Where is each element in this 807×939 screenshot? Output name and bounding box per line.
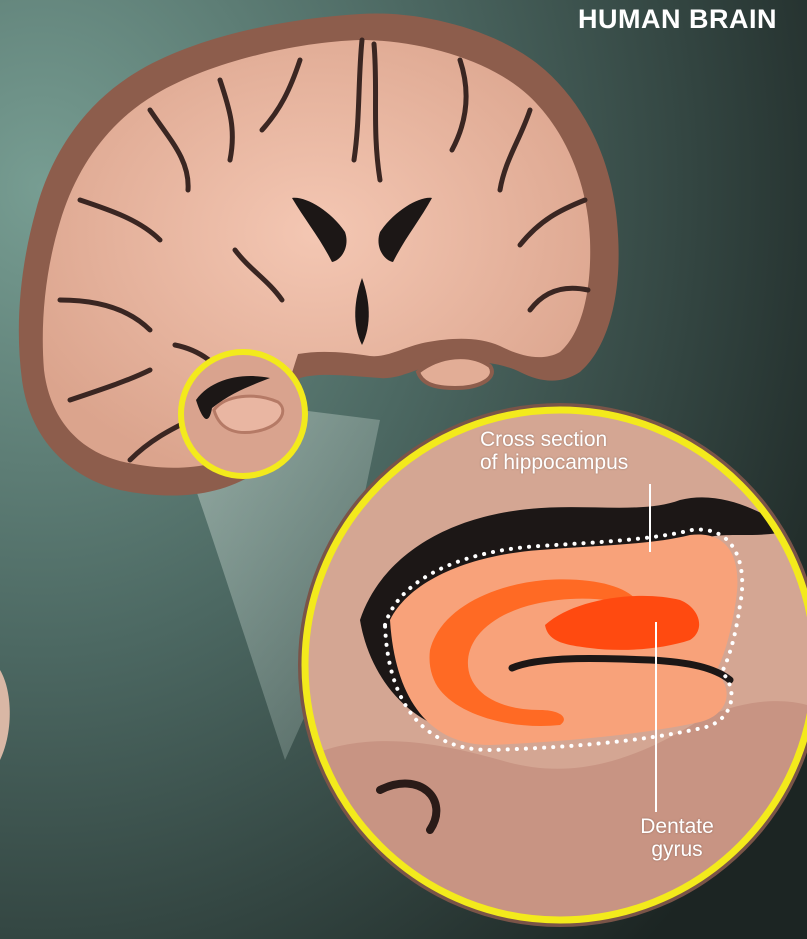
hippocampus-highlight-ring [181,352,305,476]
dentate-gyrus-label-line2: gyrus [622,838,732,861]
cross-section-label-line1: Cross section [480,428,680,451]
cross-section-label-line2: of hippocampus [480,451,680,474]
figure-title: HUMAN BRAIN [578,4,807,35]
cross-section-label: Cross section of hippocampus [480,428,680,474]
dentate-gyrus-label-line1: Dentate [622,815,732,838]
hippocampus-small [214,396,283,432]
dentate-gyrus-label: Dentate gyrus [622,815,732,861]
